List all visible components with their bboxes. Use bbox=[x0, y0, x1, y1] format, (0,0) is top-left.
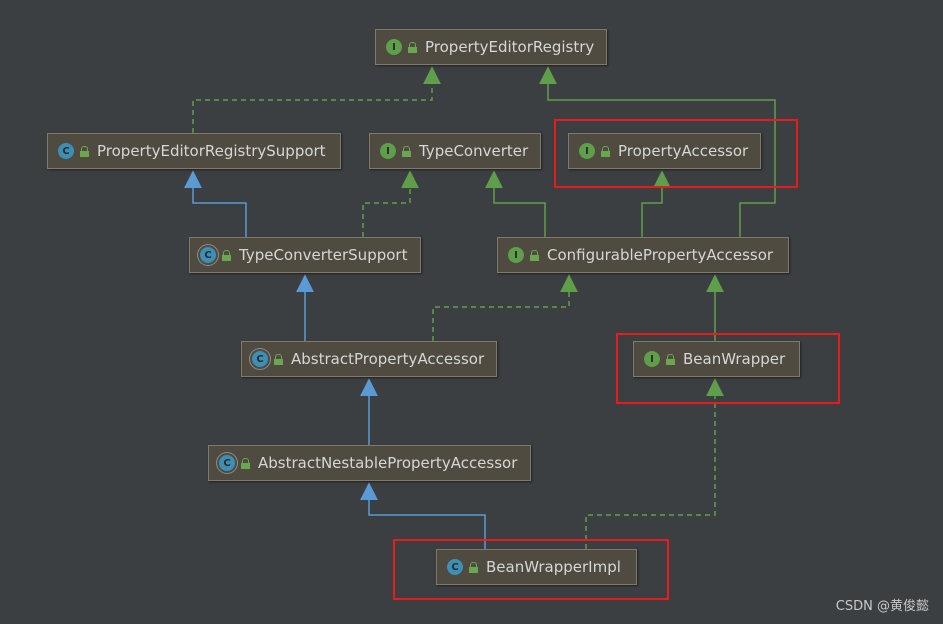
node-label: AbstractNestablePropertyAccessor bbox=[258, 454, 518, 472]
node-abstract-nestable-property-accessor[interactable]: C AbstractNestablePropertyAccessor bbox=[208, 445, 531, 481]
abstract-class-icon: C bbox=[200, 247, 216, 263]
lock-icon bbox=[222, 249, 231, 261]
node-label: BeanWrapperImpl bbox=[486, 558, 621, 576]
edge-pers-implements-per bbox=[192, 66, 441, 133]
edge-tcs-extends-pers bbox=[184, 170, 247, 237]
node-configurable-property-accessor[interactable]: I ConfigurablePropertyAccessor bbox=[497, 237, 789, 273]
node-property-accessor[interactable]: I PropertyAccessor bbox=[568, 133, 761, 169]
node-label: ConfigurablePropertyAccessor bbox=[547, 246, 774, 264]
node-label: PropertyAccessor bbox=[618, 142, 749, 160]
interface-icon: I bbox=[380, 143, 396, 159]
node-bean-wrapper[interactable]: I BeanWrapper bbox=[633, 341, 800, 377]
node-label: TypeConverter bbox=[419, 142, 529, 160]
interface-icon: I bbox=[508, 247, 524, 263]
node-label: PropertyEditorRegistry bbox=[425, 38, 595, 56]
edge-cpa-extends-per bbox=[539, 66, 776, 237]
interface-icon: I bbox=[386, 39, 402, 55]
edge-tcs-implements-tc bbox=[362, 170, 419, 237]
highlight-box-property-accessor bbox=[554, 119, 798, 188]
lock-icon bbox=[601, 145, 610, 157]
interface-icon: I bbox=[579, 143, 595, 159]
node-label: AbstractPropertyAccessor bbox=[291, 350, 485, 368]
node-bean-wrapper-impl[interactable]: C BeanWrapperImpl bbox=[436, 549, 637, 585]
lock-icon bbox=[241, 457, 250, 469]
node-type-converter-support[interactable]: C TypeConverterSupport bbox=[189, 237, 421, 273]
edge-bwi-extends-anpa bbox=[360, 482, 486, 549]
abstract-class-icon: C bbox=[252, 351, 268, 367]
edge-bwi-implements-bw bbox=[585, 378, 724, 549]
lock-icon bbox=[80, 145, 89, 157]
edge-cpa-extends-tc bbox=[485, 170, 546, 237]
edge-apa-implements-cpa bbox=[432, 274, 578, 341]
node-label: TypeConverterSupport bbox=[239, 246, 408, 264]
node-abstract-property-accessor[interactable]: C AbstractPropertyAccessor bbox=[241, 341, 497, 377]
watermark: CSDN @黄俊懿 bbox=[835, 599, 929, 614]
highlight-box-bean-wrapper bbox=[616, 333, 840, 404]
node-property-editor-registry-support[interactable]: C PropertyEditorRegistrySupport bbox=[47, 133, 341, 169]
highlight-box-bean-wrapper-impl bbox=[393, 539, 669, 600]
lock-icon bbox=[408, 41, 417, 53]
lock-icon bbox=[530, 249, 539, 261]
node-property-editor-registry[interactable]: I PropertyEditorRegistry bbox=[375, 29, 607, 65]
interface-icon: I bbox=[644, 351, 660, 367]
node-label: BeanWrapper bbox=[683, 350, 786, 368]
lock-icon bbox=[469, 561, 478, 573]
lock-icon bbox=[402, 145, 411, 157]
class-icon: C bbox=[58, 143, 74, 159]
class-icon: C bbox=[447, 559, 463, 575]
abstract-class-icon: C bbox=[219, 455, 235, 471]
node-type-converter[interactable]: I TypeConverter bbox=[369, 133, 541, 169]
node-label: PropertyEditorRegistrySupport bbox=[97, 142, 326, 160]
lock-icon bbox=[274, 353, 283, 365]
lock-icon bbox=[666, 353, 675, 365]
